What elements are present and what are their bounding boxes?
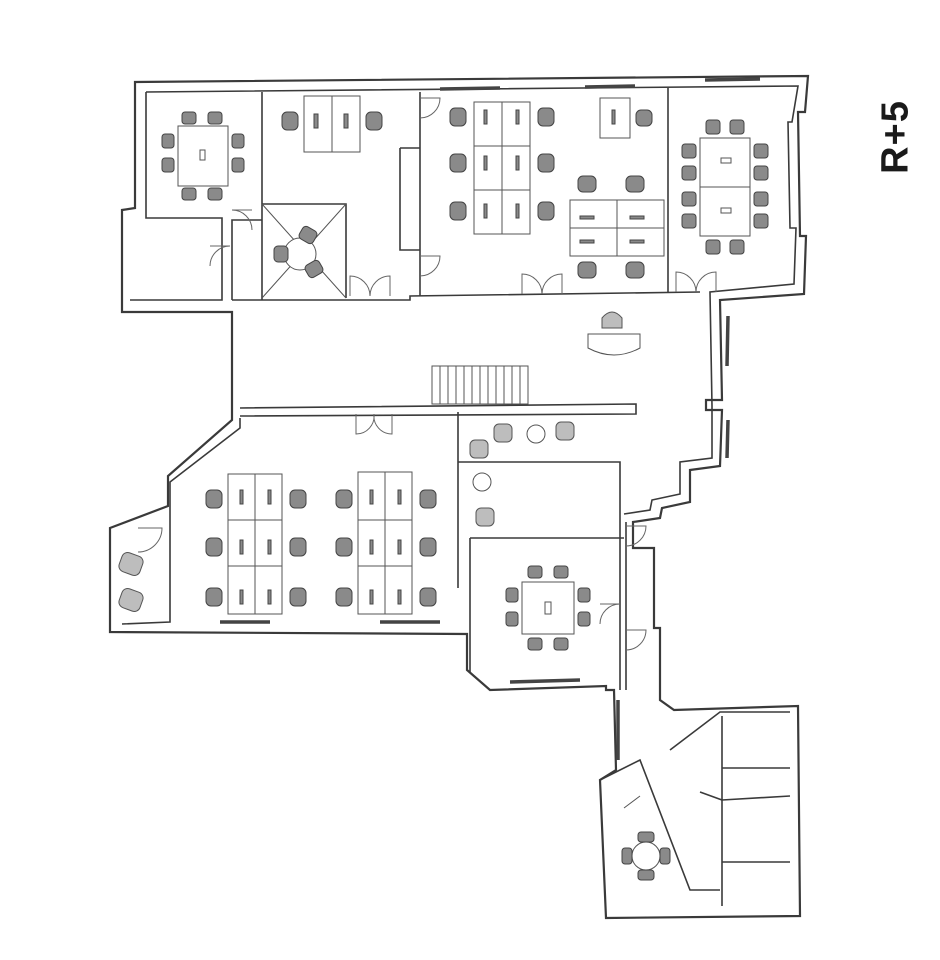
meeting-table-north-west <box>161 111 245 201</box>
desk-block-office-north <box>281 95 383 153</box>
reception-desk <box>587 311 641 356</box>
desk-cluster-north-right <box>569 175 665 279</box>
windows <box>220 77 761 760</box>
meeting-table-south <box>505 565 591 651</box>
desk-cluster-south-left <box>205 473 307 615</box>
staircase <box>431 365 529 405</box>
lounge-chairs-west <box>118 552 144 612</box>
round-table-office <box>273 225 324 279</box>
desk-single-north <box>599 97 653 139</box>
desk-cluster-south-right <box>335 471 437 615</box>
desk-cluster-open-office-north <box>449 101 555 235</box>
floor-level-label: R+5 <box>866 96 926 178</box>
meeting-table-north-east <box>681 119 769 255</box>
floor-level-text: R+5 <box>874 100 917 174</box>
lounge-seating <box>469 421 575 527</box>
doors <box>137 97 717 651</box>
exterior-walls <box>108 74 810 920</box>
round-table-south-east <box>621 831 671 881</box>
interior-walls <box>231 88 791 906</box>
